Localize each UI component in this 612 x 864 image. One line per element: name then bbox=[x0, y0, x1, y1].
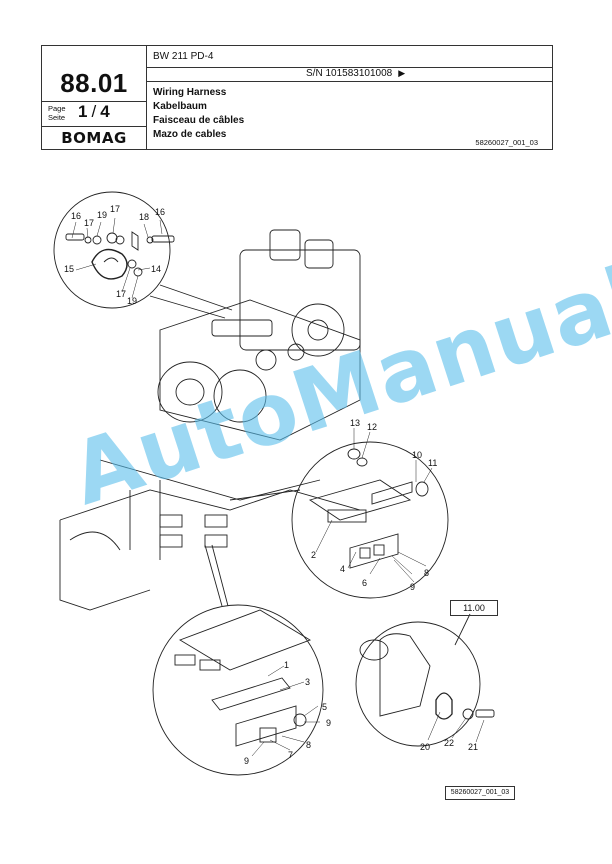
reference-box: 11.00 bbox=[450, 600, 498, 616]
detail-circle-grommet-upper bbox=[291, 441, 449, 599]
group-number: 88.01 bbox=[60, 68, 128, 98]
callout-13: 13 bbox=[350, 418, 361, 428]
callout-10: 10 bbox=[412, 450, 423, 460]
callout-16: 16 bbox=[155, 207, 166, 217]
callout-3: 3 bbox=[305, 677, 311, 687]
drawing-reference: 58260027_001_03 bbox=[445, 786, 515, 800]
callout-11: 11 bbox=[428, 458, 438, 468]
page-indicator: 1/4 bbox=[78, 102, 110, 121]
title-de: Kabelbaum bbox=[153, 101, 207, 112]
title-en: Wiring Harness bbox=[153, 87, 227, 98]
detail-circle-bracket bbox=[355, 621, 481, 747]
title-list: Wiring Harness Kabelbaum Faisceau de câb… bbox=[153, 86, 244, 142]
callout-17: 17 bbox=[84, 218, 95, 228]
callout-14: 14 bbox=[151, 264, 162, 274]
callout-8: 8 bbox=[424, 568, 430, 578]
callout-17: 17 bbox=[116, 289, 127, 299]
callout-8: 8 bbox=[306, 740, 312, 750]
detail-circle-clamp bbox=[53, 191, 171, 309]
callout-15: 15 bbox=[64, 264, 75, 274]
arrow-right-icon: ▶ bbox=[398, 68, 406, 78]
callout-4: 4 bbox=[340, 564, 346, 574]
document-reference: 58260027_001_03 bbox=[475, 138, 538, 147]
model-name: BW 211 PD-4 bbox=[153, 51, 214, 62]
callout-7: 7 bbox=[288, 750, 294, 760]
callout-17: 17 bbox=[110, 204, 121, 214]
callout-21: 21 bbox=[468, 742, 479, 752]
serial-number: S/N 101583101008▶ bbox=[306, 68, 406, 79]
callout-18: 18 bbox=[139, 212, 150, 222]
callout-12: 12 bbox=[367, 422, 378, 432]
callout-2: 2 bbox=[311, 550, 317, 560]
callout-9: 9 bbox=[326, 718, 332, 728]
callout-19: 19 bbox=[127, 296, 138, 306]
parts-illustration bbox=[53, 191, 495, 776]
callout-22: 22 bbox=[444, 738, 455, 748]
exploded-view-drawing bbox=[0, 160, 612, 864]
callout-1: 1 bbox=[284, 660, 290, 670]
callout-9: 9 bbox=[410, 582, 416, 592]
detail-circle-grommet-lower bbox=[152, 604, 324, 776]
callout-5: 5 bbox=[322, 702, 328, 712]
callout-20: 20 bbox=[420, 742, 431, 752]
callout-19: 19 bbox=[97, 210, 108, 220]
callout-9: 9 bbox=[244, 756, 250, 766]
bomag-logo: BOMAG bbox=[61, 129, 127, 147]
callout-16: 16 bbox=[71, 211, 82, 221]
parts-header: BW 211 PD-4 S/N 101583101008▶ Wiring Har… bbox=[41, 45, 553, 150]
title-fr: Faisceau de câbles bbox=[153, 115, 245, 126]
callout-6: 6 bbox=[362, 578, 368, 588]
title-es: Mazo de cables bbox=[153, 129, 227, 140]
